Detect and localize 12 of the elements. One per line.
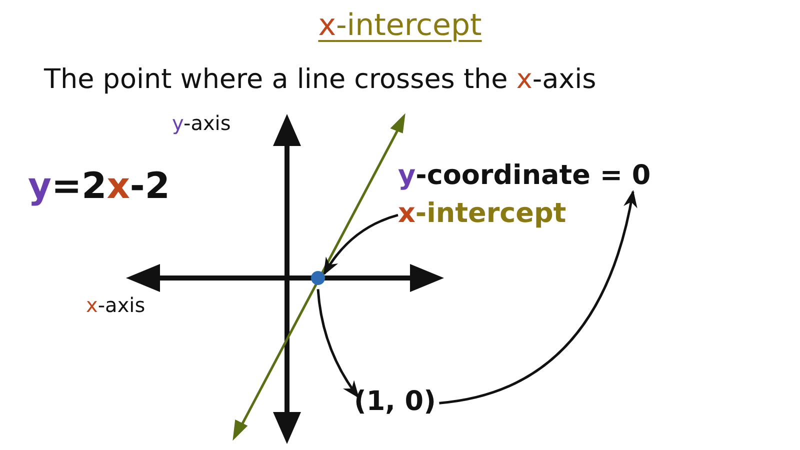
- title: x-intercept: [317, 8, 483, 43]
- subtitle: The point where a line crosses the x-axis: [44, 64, 596, 96]
- curved-arrow: [316, 289, 360, 398]
- curved-arrow: [323, 214, 398, 276]
- callout-label: x-intercept: [398, 198, 566, 230]
- callout-label: y-coordinate = 0: [398, 160, 651, 192]
- intercept-point: [311, 271, 325, 285]
- equation: y=2x-2: [28, 166, 170, 208]
- coordinate-label: (1, 0): [354, 386, 436, 418]
- axis-label: y-axis: [172, 112, 231, 135]
- axis-label: x-axis: [86, 294, 146, 317]
- curved-arrow: [439, 190, 637, 404]
